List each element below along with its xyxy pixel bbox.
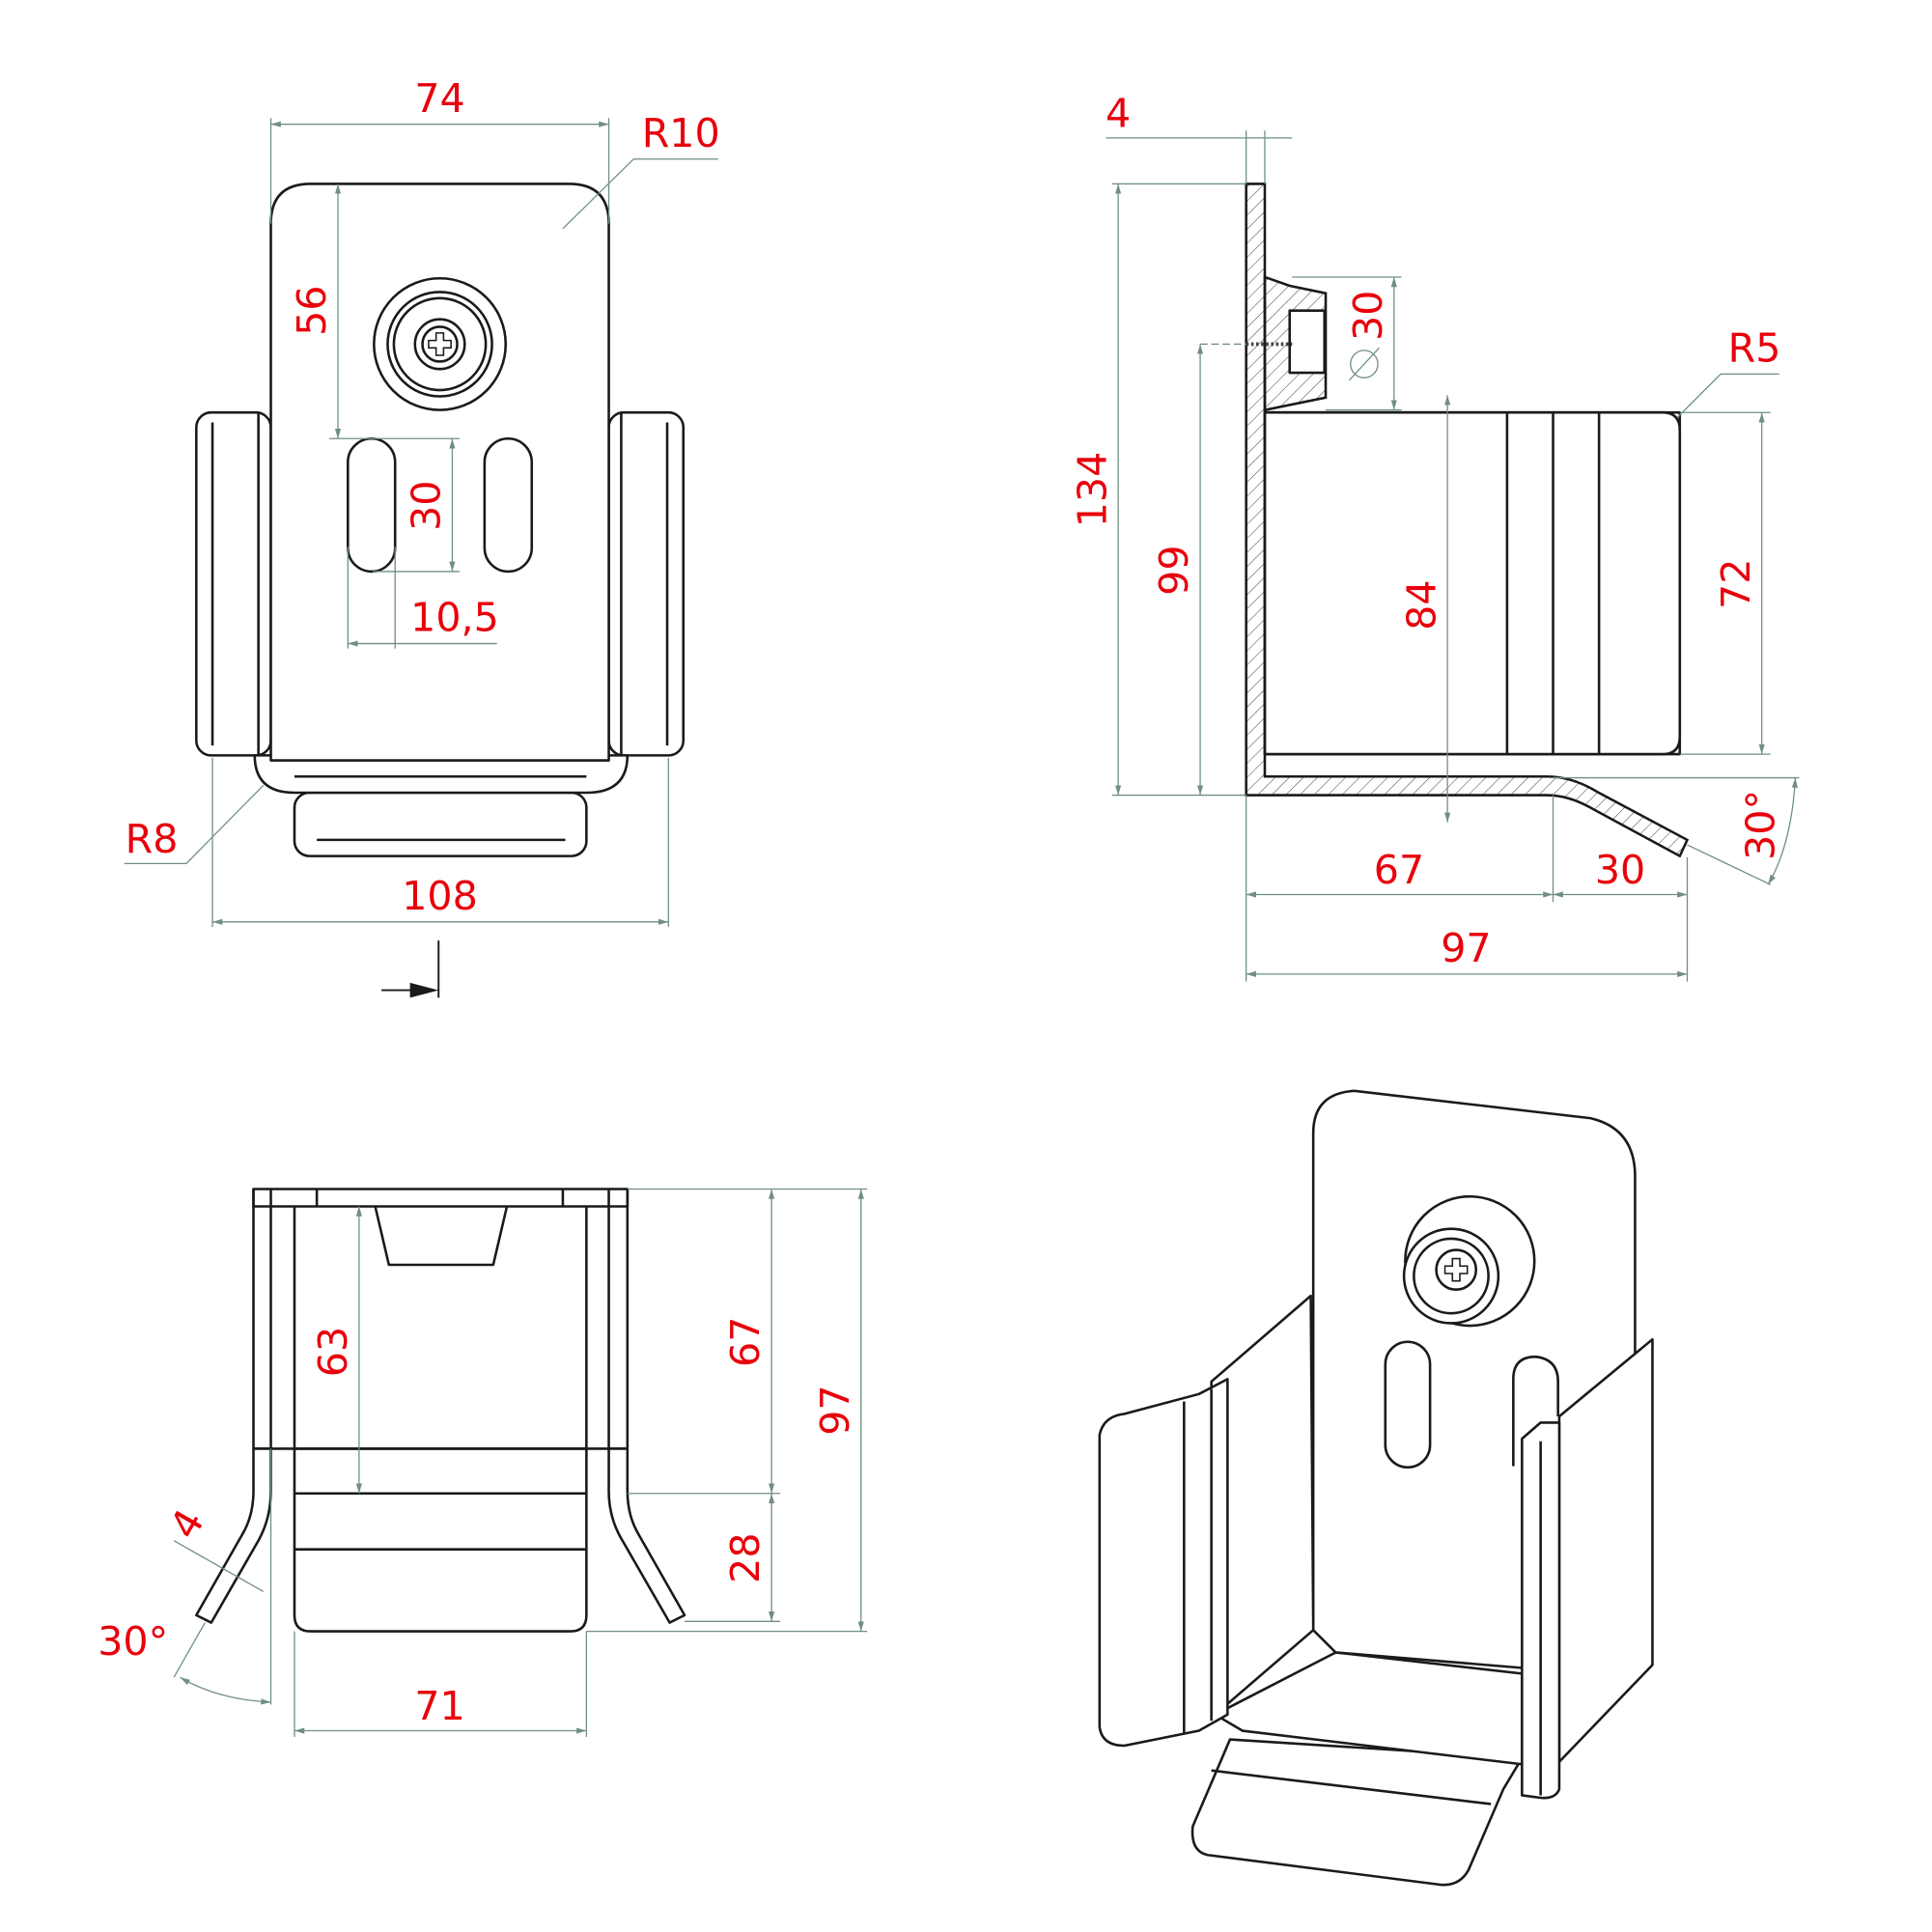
- iso-left-flange: [1098, 1378, 1229, 1748]
- dim-stud-diameter: 30: [1345, 291, 1391, 341]
- dim-base-length: 67: [1374, 847, 1424, 893]
- dim-corner-radius: R10: [642, 110, 720, 156]
- dim-total-depth: 97: [812, 1385, 858, 1435]
- bottom-plate: [293, 1447, 588, 1633]
- bottom-lip: [293, 791, 588, 857]
- dim-angle: 30°: [1738, 790, 1784, 860]
- view-direction-arrow-icon: [381, 940, 440, 998]
- side-view: 4 134 99 30 84 R5 72 30° 67 30 97: [1069, 90, 1800, 982]
- dim-base-depth: 67: [722, 1317, 769, 1367]
- top-view: 63 67 28 97 4 30° 71: [98, 1188, 868, 1737]
- right-leg: [607, 1447, 686, 1624]
- screw-head: [1288, 309, 1327, 375]
- dim-flange-height: 72: [1713, 559, 1759, 609]
- profile-section: [1245, 182, 1690, 858]
- back-plate: [269, 182, 610, 762]
- iso-slot-right: [1512, 1355, 1559, 1467]
- dim-inner-height: 84: [1398, 579, 1444, 630]
- iso-slot-left: [1384, 1340, 1432, 1470]
- dim-thickness: 4: [1106, 90, 1131, 136]
- dim-inner-depth: 63: [310, 1327, 356, 1377]
- iso-lip: [1190, 1738, 1524, 1887]
- dim-slot-length: 30: [404, 481, 450, 531]
- dim-width-top: 74: [414, 75, 464, 122]
- left-leg: [195, 1447, 272, 1624]
- screw-stud: [373, 276, 508, 411]
- dim-thickness: 4: [160, 1501, 213, 1547]
- dim-angle: 30°: [98, 1618, 168, 1665]
- dim-inner-width: 71: [414, 1683, 464, 1729]
- dim-corner-radius: R5: [1728, 324, 1781, 371]
- stud-outline: [374, 1206, 509, 1267]
- dim-hole-height: 99: [1151, 545, 1197, 595]
- slot-right: [483, 436, 534, 574]
- dim-lip-length: 30: [1595, 847, 1645, 893]
- dim-bend-radius: R8: [126, 816, 179, 862]
- dim-total-depth: 97: [1441, 925, 1491, 971]
- iso-phillips-screw-icon: [1443, 1257, 1469, 1282]
- dim-total-height: 134: [1069, 452, 1115, 528]
- dim-hole-height: 56: [289, 286, 335, 336]
- bottom-bend: [253, 754, 630, 795]
- dim-lip-depth: 28: [722, 1532, 769, 1582]
- phillips-screw-icon: [428, 332, 452, 356]
- iso-screw-stud: [1402, 1194, 1536, 1328]
- dim-slot-width: 10,5: [410, 595, 499, 641]
- isometric-view: [1098, 1089, 1654, 1887]
- dim-overall-width: 108: [402, 873, 478, 919]
- front-view: 74 R10 56 30 10,5 R8 108: [124, 75, 720, 998]
